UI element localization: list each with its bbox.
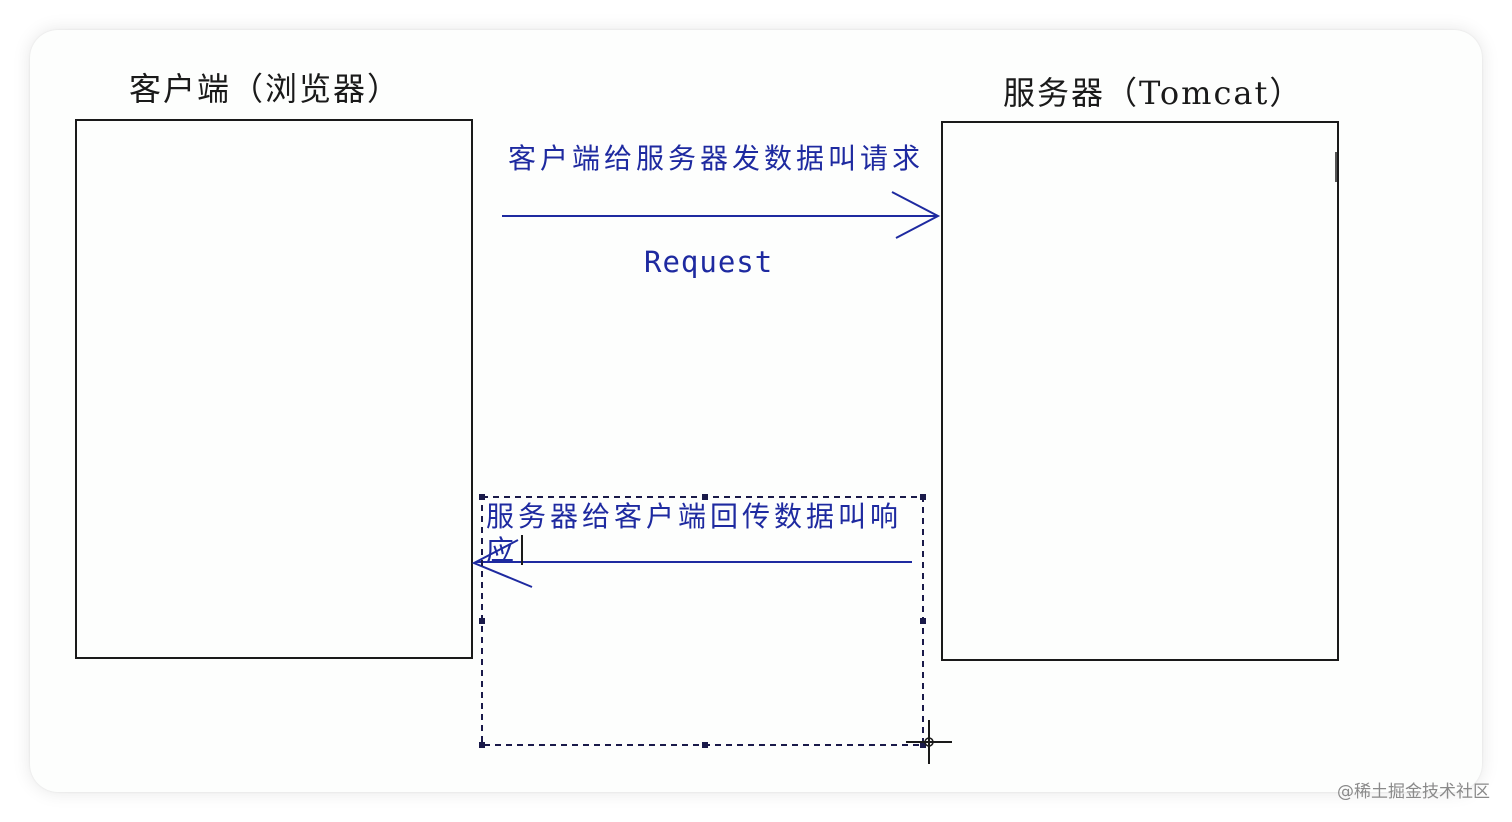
selection-handle (920, 618, 926, 624)
selection-handle (920, 742, 926, 748)
request-label: Request (644, 245, 774, 279)
selection-handle (479, 618, 485, 624)
server-title: 服务器（Tomcat） (1003, 74, 1304, 112)
client-box (75, 119, 473, 659)
crosshair-cursor-icon (906, 720, 952, 764)
diagram-canvas: 客户端（浏览器） 服务器（Tomcat） 客户端给服务器发数据叫请求 Reque… (30, 30, 1482, 792)
client-title: 客户端（浏览器） (129, 70, 402, 108)
selection-handle (479, 494, 485, 500)
response-description: 服务器给客户端回传数据叫响应 (486, 500, 903, 567)
watermark: @稀土掘金技术社区 (1337, 782, 1490, 802)
server-box (941, 121, 1339, 661)
request-arrow (502, 191, 941, 239)
selection-handle (479, 742, 485, 748)
request-description: 客户端给服务器发数据叫请求 (508, 142, 925, 175)
selection-handle (702, 742, 708, 748)
